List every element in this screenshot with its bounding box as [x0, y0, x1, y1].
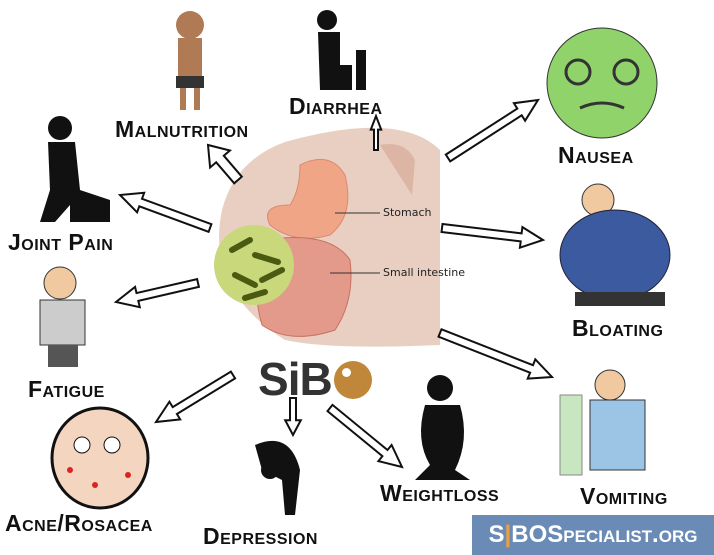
arrow-fatigue [113, 277, 201, 309]
stomach-label: Stomach [383, 206, 432, 219]
label-diarrhea: Diarrhea [289, 93, 383, 119]
label-bloating: Bloating [572, 315, 664, 341]
label-fatigue: Fatigue [28, 376, 105, 402]
sibospecialist-banner[interactable]: S|BOSpecialist.org [472, 515, 714, 555]
fatigue-figure [39, 266, 86, 367]
arrow-vomiting [437, 328, 555, 380]
depression-figure [255, 440, 300, 515]
label-weightloss: Weightloss [380, 480, 500, 506]
joint-pain-figure [40, 116, 110, 222]
arrow-acne [153, 370, 237, 424]
label-acne-rosacea: Acne/Rosacea [5, 510, 153, 536]
arrow-joint-pain [117, 191, 213, 234]
label-depression: Depression [203, 523, 318, 549]
arrow-bloating [440, 222, 546, 250]
arrow-diarrhea [369, 113, 383, 151]
label-nausea: Nausea [558, 142, 634, 168]
malnutrition-figure [176, 11, 204, 110]
bloating-figure [559, 183, 671, 306]
arrow-nausea [444, 98, 540, 163]
label-vomiting: Vomiting [580, 483, 668, 509]
small-intestine-label: Small intestine [383, 266, 465, 279]
sibo-logo: SiB [258, 352, 372, 406]
nausea-face-icon [546, 27, 658, 139]
diarrhea-figure [317, 10, 366, 90]
vomiting-figure [559, 369, 646, 476]
label-joint-pain: Joint Pain [8, 229, 114, 255]
bacteria-icon [214, 225, 294, 305]
label-malnutrition: Malnutrition [115, 116, 249, 142]
arrow-depression [283, 397, 303, 438]
acne-face-icon [50, 406, 150, 510]
arrow-malnutrition [206, 143, 244, 185]
arrow-weightloss [326, 403, 404, 469]
logo-o-circle [333, 361, 372, 399]
weightloss-figure [415, 375, 470, 480]
arm-shape [380, 144, 415, 195]
